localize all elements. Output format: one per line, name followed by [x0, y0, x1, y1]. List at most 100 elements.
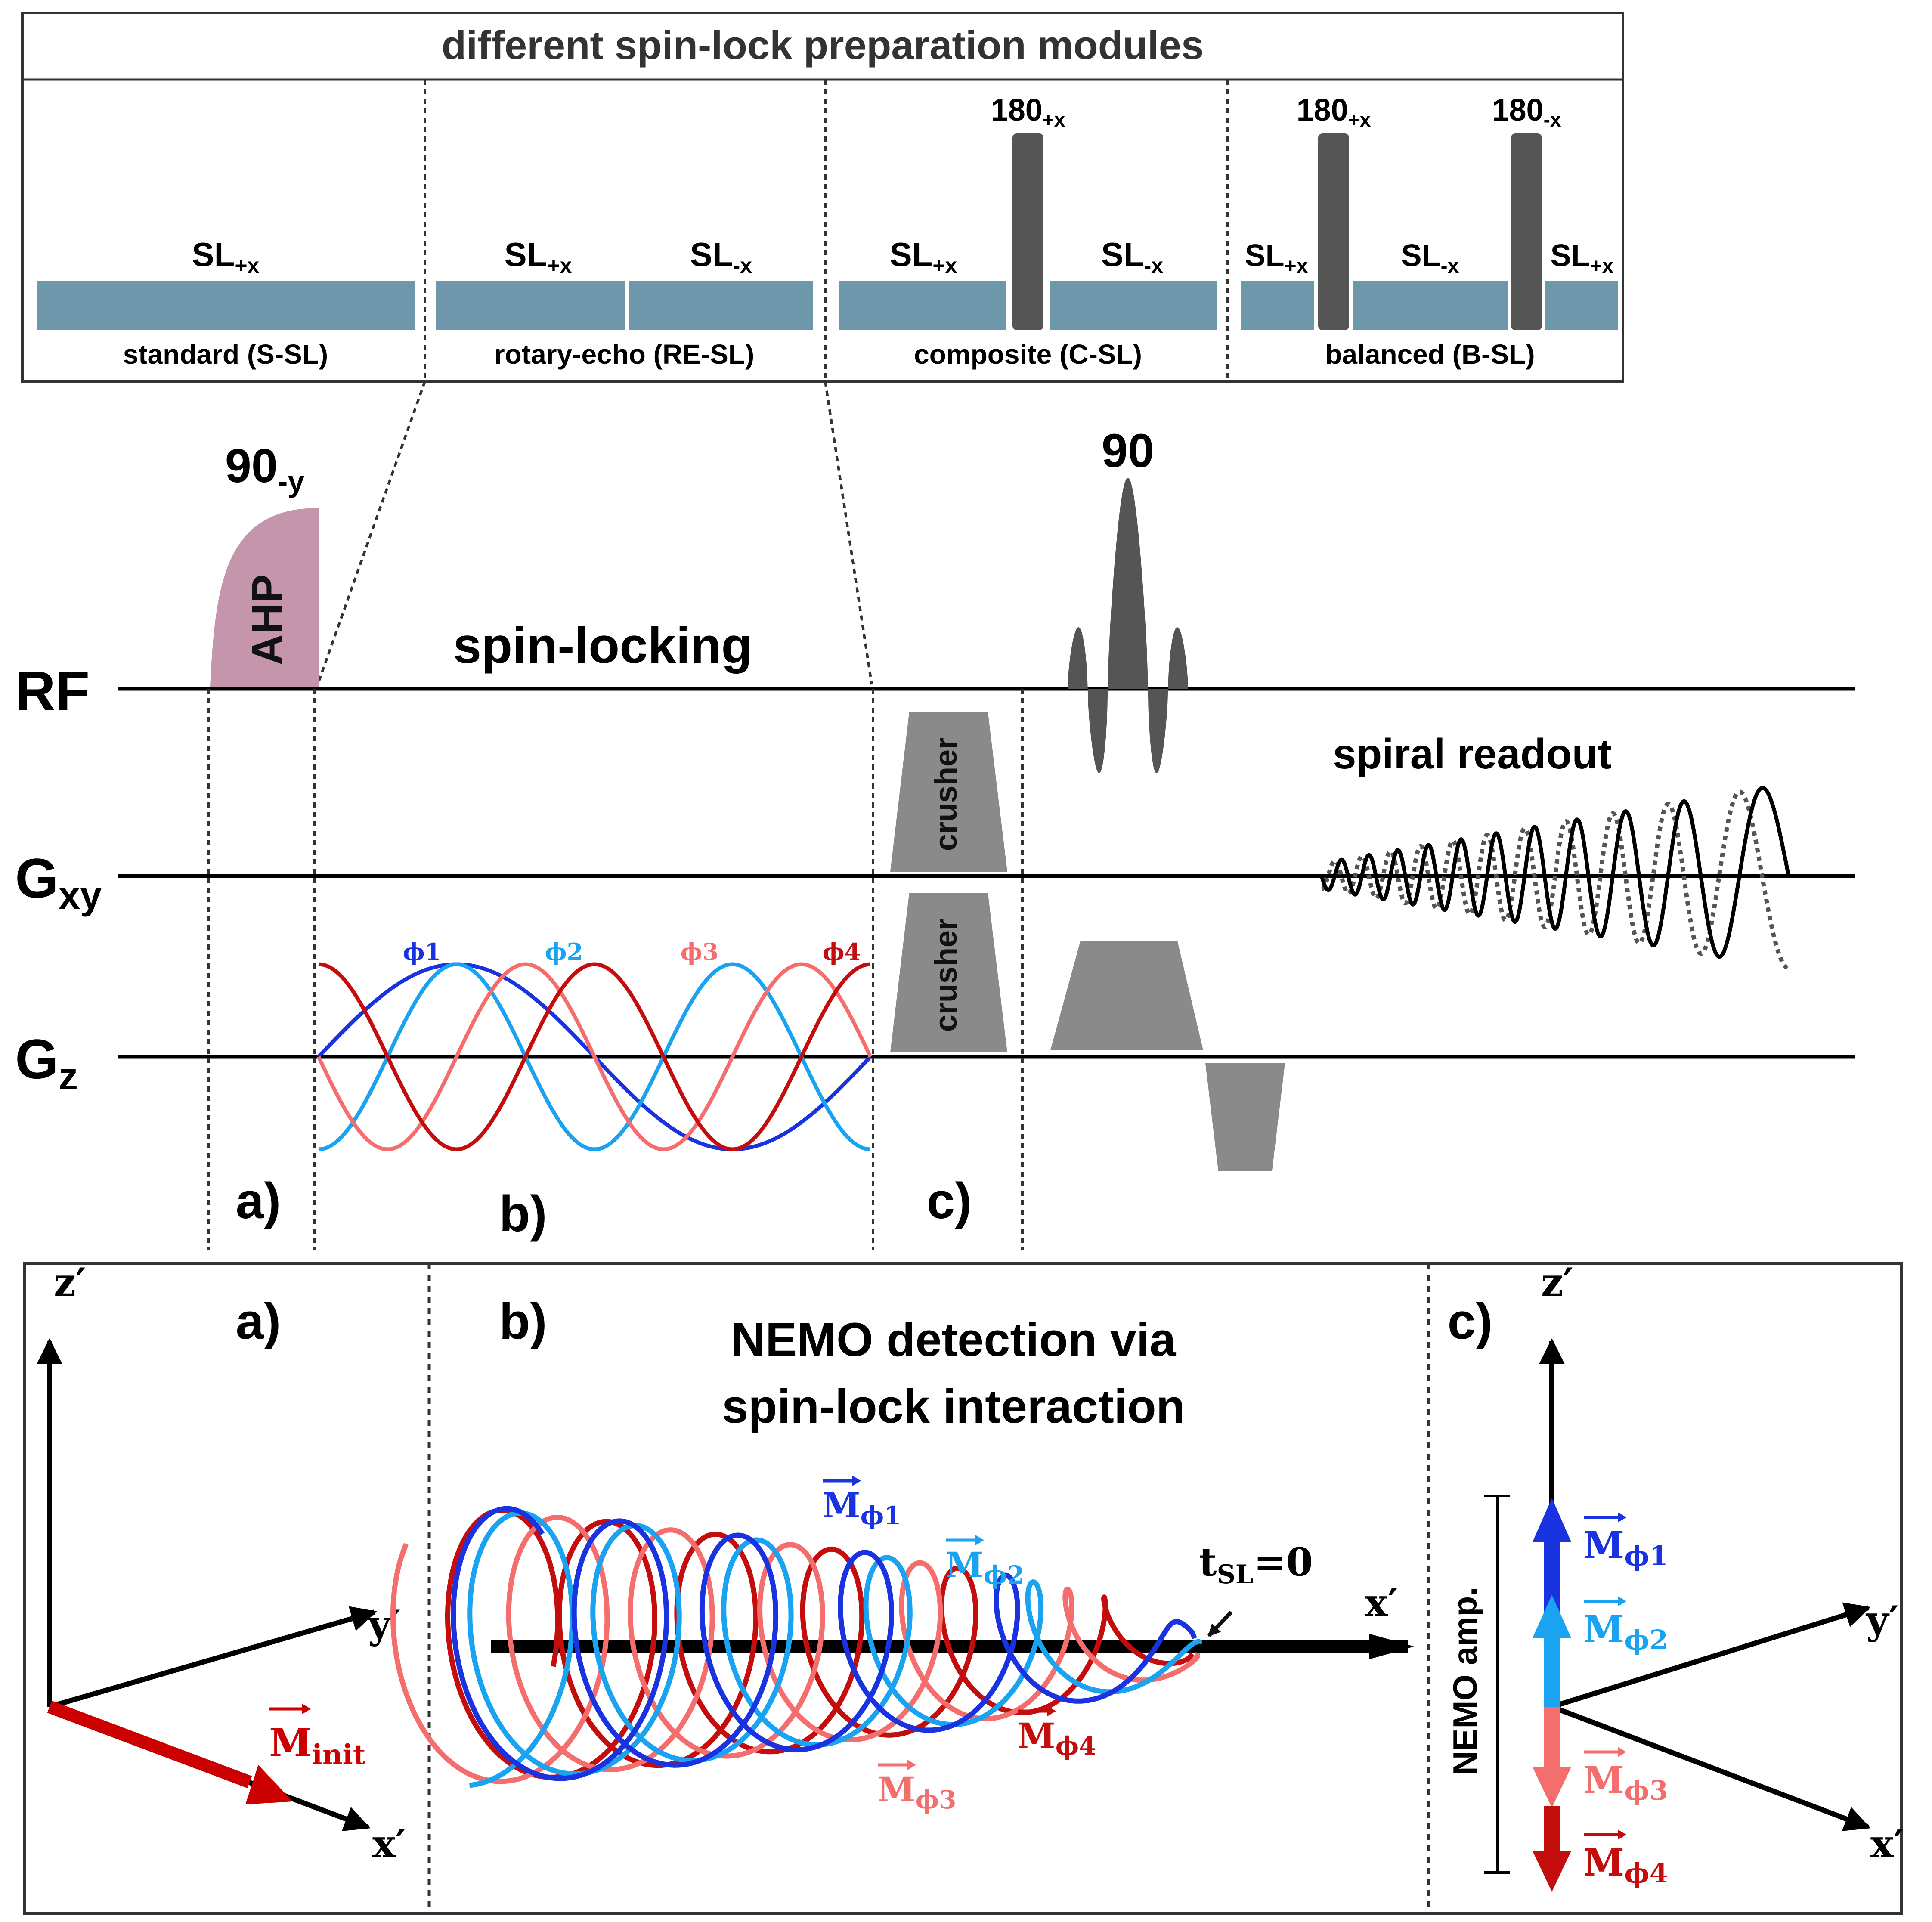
sl-block	[1050, 281, 1217, 330]
m-phi4-label: Mϕ4	[1583, 1829, 1668, 1889]
section-label-a: a)	[236, 1293, 281, 1350]
spiral-readout-gx	[1319, 786, 1791, 959]
phase-label-phi2: ϕ2	[545, 938, 583, 966]
vector-bar-tip	[907, 1760, 916, 1770]
x-axis	[1551, 1704, 1871, 1831]
x-axis-label: x′	[1870, 1821, 1904, 1867]
sl-label: SL+x	[505, 235, 572, 278]
m-phi4-arrow-shaft	[1544, 1806, 1560, 1853]
m-phi2-label: Mϕ2	[945, 1535, 1025, 1590]
m-phi3-arrow-shaft	[1544, 1707, 1560, 1769]
module-name: balanced (B-SL)	[1325, 339, 1535, 370]
ahp-pulse	[210, 508, 319, 687]
z-axis-label: z′	[54, 1260, 86, 1305]
modules-panel: different spin-lock preparation modules …	[21, 12, 1624, 383]
rf-row-label: RF	[15, 659, 90, 722]
refocus-pulse	[1318, 133, 1349, 330]
lock-axis-head	[1369, 1634, 1414, 1659]
sl-block	[1353, 281, 1508, 330]
m-phi2-label: Mϕ2	[1583, 1596, 1668, 1656]
tsl-label: tSL=0	[1199, 1539, 1313, 1590]
spiral-readout-gy	[1321, 789, 1790, 971]
nemo-title-line1: NEMO detection via	[731, 1313, 1177, 1366]
vector-bar-tip	[1618, 1512, 1626, 1523]
nemo-title-line2: spin-lock interaction	[722, 1380, 1185, 1433]
sl-block	[1545, 281, 1618, 330]
phase-label-phi4: ϕ4	[823, 938, 861, 966]
slice-rephaser-gradient	[1205, 1063, 1285, 1171]
sl-label: SL+x	[890, 235, 957, 278]
tsl-pointer	[1207, 1610, 1233, 1637]
x-axis-label: x′	[372, 1821, 406, 1867]
pulse-sequence: RF Gxy Gz AHP 90-y spin-locking 90 crush…	[15, 381, 1855, 1250]
trajectory-phi2	[467, 1510, 1202, 1788]
pulse-label: 180+x	[991, 93, 1065, 131]
sl-block	[1241, 281, 1314, 330]
svg-text:Mϕ4: Mϕ4	[1017, 1715, 1096, 1761]
vector-bar-tip	[852, 1476, 861, 1486]
trajectory-phi1	[451, 1506, 1197, 1781]
panel-c: c) z′ y′ x′ NEMO amp.	[1446, 1260, 1904, 1892]
svg-text:Mϕ2: Mϕ2	[945, 1544, 1025, 1590]
phase-curve-phi4	[318, 962, 871, 1151]
m-phi1-label: Mϕ1	[1583, 1512, 1668, 1572]
z-axis-label: z′	[1541, 1260, 1573, 1305]
svg-text:Minit: Minit	[269, 1720, 366, 1771]
svg-text:Mϕ1: Mϕ1	[822, 1485, 901, 1530]
y-axis	[49, 1606, 377, 1709]
nemo-amp-label: NEMO amp.	[1446, 1587, 1484, 1775]
crusher-gxy	[890, 712, 1007, 872]
slice-select-gradient	[1050, 941, 1203, 1050]
m-phi1-label: Mϕ1	[822, 1476, 901, 1530]
gz-row-label: Gz	[15, 1028, 78, 1098]
module-balanced: SL+x SL-x SL+x 180+x 180-x balanced (B-S…	[1241, 93, 1618, 370]
sl-label: SL+x	[1551, 238, 1614, 278]
refocus-pulse	[1511, 133, 1542, 330]
sl-block	[629, 281, 813, 330]
section-label-b: b)	[499, 1293, 547, 1350]
panel-b: b) NEMO detection via spin-lock interact…	[390, 1293, 1414, 1814]
sl-label: SL-x	[690, 235, 752, 278]
nemo-frame	[23, 1262, 1903, 1915]
ahp-flip-label: 90-y	[225, 439, 305, 498]
sl-block	[37, 281, 415, 330]
module-standard: SL+x standard (S-SL)	[37, 235, 415, 370]
vector-bar-tip	[1618, 1747, 1626, 1757]
section-label-b: b)	[499, 1185, 547, 1242]
sl-block	[436, 281, 625, 330]
sl-label: SL+x	[1245, 238, 1308, 278]
vector-bar-tip	[975, 1535, 984, 1545]
module-rotary-echo: SL+x SL-x rotary-echo (RE-SL)	[436, 235, 813, 370]
y-axis-label: y′	[1865, 1597, 1899, 1643]
x-axis-label: x′	[1365, 1580, 1398, 1626]
m-init-label: Minit	[269, 1704, 366, 1771]
module-name: rotary-echo (RE-SL)	[494, 339, 755, 370]
m-phi3-arrow-head	[1533, 1767, 1571, 1808]
sl-label: SL+x	[192, 235, 260, 278]
phase-curve-phi2	[318, 962, 871, 1151]
panel-a: a) z′ y′ x′ Minit	[37, 1260, 406, 1867]
sl-label: SL-x	[1401, 238, 1459, 278]
section-label-c: c)	[927, 1173, 972, 1229]
section-label-c: c)	[1448, 1293, 1493, 1350]
vector-bar-tip	[1618, 1596, 1626, 1606]
sinc-excitation-pulse	[1068, 478, 1188, 773]
module-name: composite (C-SL)	[914, 339, 1142, 370]
m-phi2-arrow-shaft	[1544, 1636, 1560, 1707]
y-axis	[1551, 1602, 1871, 1709]
svg-text:Mϕ1: Mϕ1	[1583, 1524, 1668, 1572]
excitation-label: 90	[1102, 424, 1154, 477]
m-phi2-arrow-head	[1533, 1595, 1571, 1638]
spin-locking-label: spin-locking	[453, 617, 752, 674]
zoom-connector-right	[824, 381, 873, 685]
modules-title: different spin-lock preparation modules	[442, 22, 1204, 68]
gxy-row-label: Gxy	[15, 847, 102, 917]
phase-label-phi1: ϕ1	[403, 938, 441, 966]
m-phi3-label: Mϕ3	[877, 1760, 957, 1814]
m-phi1-arrow-head	[1533, 1498, 1571, 1542]
pulse-label: 180+x	[1297, 93, 1371, 131]
ahp-label: AHP	[243, 574, 291, 665]
crusher-label: crusher	[929, 918, 963, 1032]
spiral-label: spiral readout	[1333, 730, 1612, 777]
